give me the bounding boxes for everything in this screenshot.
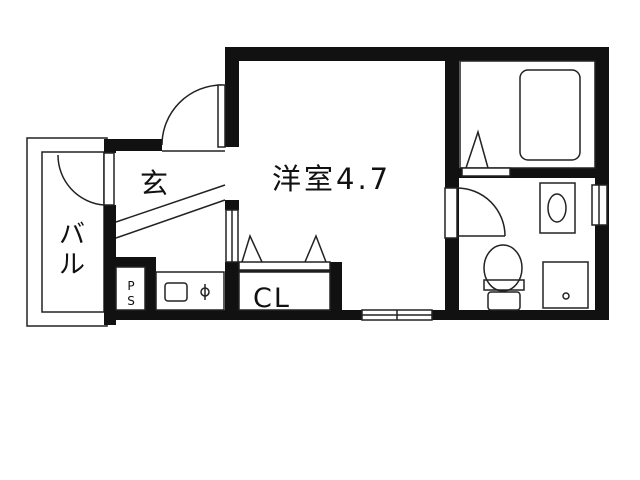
room-label-closet: CL xyxy=(253,283,291,314)
sliding-door-west xyxy=(225,209,239,263)
entrance-step xyxy=(115,150,226,239)
bathtub xyxy=(459,60,596,169)
pipe-space xyxy=(115,266,146,311)
closet-doors xyxy=(238,233,331,311)
room-label-balcony: バル xyxy=(58,220,85,280)
exterior-walls xyxy=(104,47,609,325)
wash-basin xyxy=(539,182,576,234)
room-label-pipe-space: PS xyxy=(127,279,135,308)
kitchen-counter xyxy=(155,271,225,311)
toilet xyxy=(483,244,525,311)
room-label-western: 洋室4.7 xyxy=(272,162,392,196)
bath-door xyxy=(461,129,511,177)
balcony-door xyxy=(57,152,115,206)
washroom-door xyxy=(444,187,506,239)
entrance-door xyxy=(161,84,226,148)
washing-machine-pan xyxy=(542,261,589,309)
window-right xyxy=(591,184,608,226)
window-bottom xyxy=(361,309,433,321)
room-label-entrance: 玄 xyxy=(140,167,169,200)
